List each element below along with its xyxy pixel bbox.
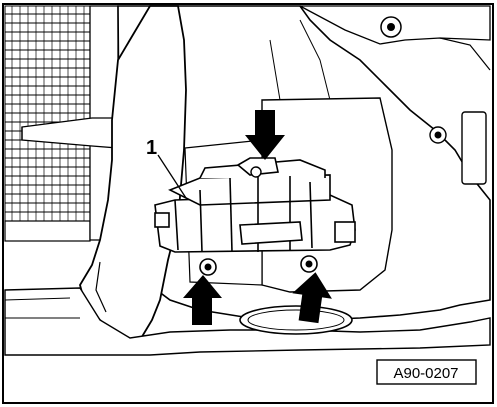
radiator-core [4, 5, 91, 222]
right-arrow [292, 272, 332, 324]
callout-leader [157, 154, 187, 199]
top-arrow [245, 110, 285, 160]
callout-label: 1 [146, 137, 157, 159]
floor-gasket [239, 305, 353, 335]
radiator-lower-tank [4, 220, 91, 242]
top-screw [250, 166, 262, 178]
reference-code: A90-0207 [393, 365, 458, 382]
lower-panel [4, 287, 491, 356]
left-arrow [183, 275, 222, 325]
right-clip [461, 111, 487, 185]
connector-module [154, 157, 356, 253]
reference-box [376, 359, 477, 385]
